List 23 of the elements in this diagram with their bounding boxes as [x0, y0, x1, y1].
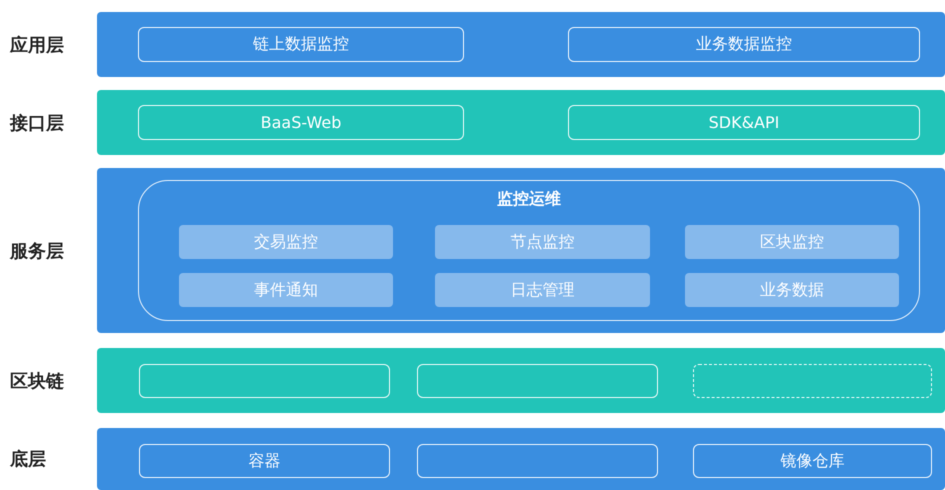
component-box: 镜像仓库 [693, 444, 932, 478]
component-box: SDK&API [568, 105, 920, 140]
component-box: 业务数据监控 [568, 27, 920, 62]
component-box: 容器 [139, 444, 390, 478]
module-box: 事件通知 [179, 273, 393, 307]
empty-box [693, 364, 932, 398]
layer-label: 服务层 [10, 240, 64, 262]
group-title: 监控运维 [496, 189, 562, 210]
module-box: 业务数据 [685, 273, 899, 307]
empty-box [417, 364, 658, 398]
empty-box [417, 444, 658, 478]
group-box [138, 180, 920, 321]
component-box: 链上数据监控 [138, 27, 464, 62]
layer-label: 底层 [10, 448, 46, 471]
layer-label: 应用层 [10, 34, 64, 56]
module-box: 节点监控 [435, 225, 650, 259]
layer-label: 接口层 [10, 112, 64, 134]
empty-box [139, 364, 390, 398]
module-box: 日志管理 [435, 273, 650, 307]
module-box: 区块监控 [685, 225, 899, 259]
module-box: 交易监控 [179, 225, 393, 259]
layer-label: 区块链 [10, 370, 64, 392]
component-box: BaaS-Web [138, 105, 464, 140]
